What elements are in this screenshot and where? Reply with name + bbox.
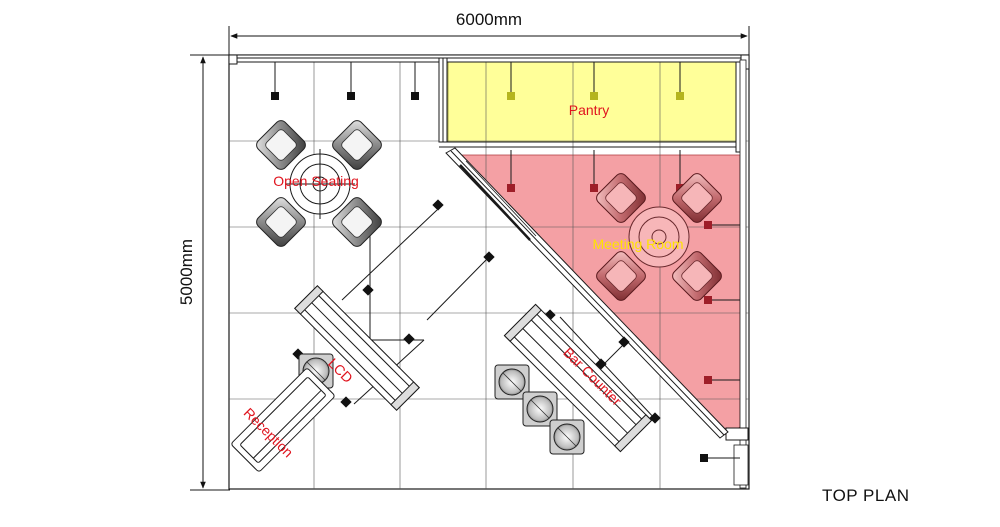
bar-counter [494, 303, 653, 455]
width-label: 6000mm [456, 10, 522, 29]
open-seating-label: Open Seating [273, 173, 359, 189]
pantry-walls [438, 57, 743, 153]
diagonal-wall [445, 147, 729, 439]
plan-title: TOP PLAN [822, 486, 910, 505]
meeting-room-furniture [593, 170, 725, 304]
reception-counter [231, 368, 335, 472]
height-dimension: 5000mm [177, 54, 230, 491]
width-dimension: 6000mm [228, 10, 750, 56]
height-label: 5000mm [177, 239, 196, 305]
open-seating-furniture [253, 117, 385, 250]
meeting-room-label: Meeting Room [592, 236, 683, 252]
lcd-stand [294, 285, 420, 411]
top-wall [228, 54, 750, 70]
pantry-label: Pantry [569, 102, 609, 118]
